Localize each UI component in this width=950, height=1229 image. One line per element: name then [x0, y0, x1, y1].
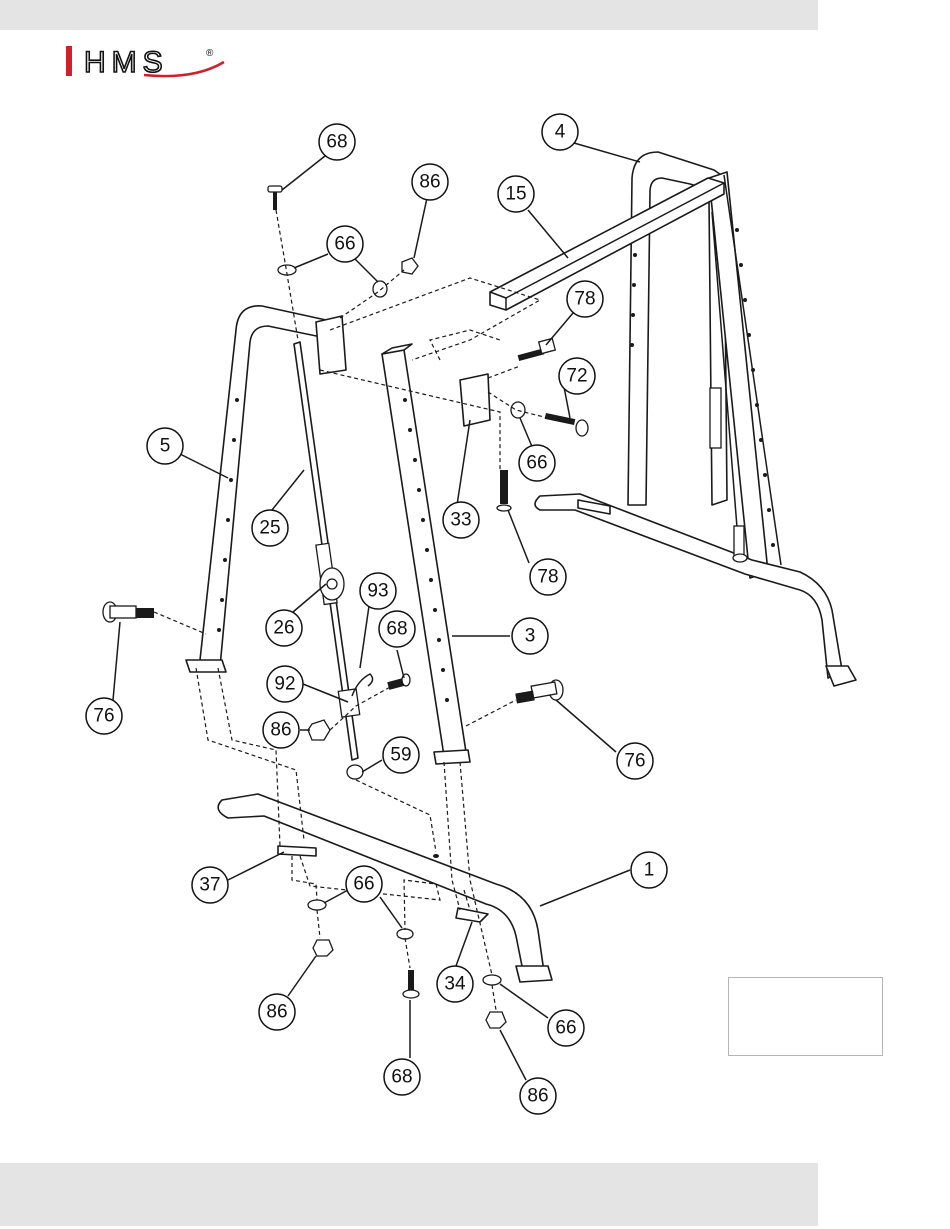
upright — [382, 344, 470, 764]
callout-66-right: 66 — [519, 445, 555, 481]
svg-text:15: 15 — [505, 184, 526, 205]
svg-text:59: 59 — [390, 745, 411, 766]
callout-66-lower-left: 66 — [346, 866, 382, 902]
svg-text:3: 3 — [525, 626, 536, 647]
callout-68-top: 68 — [319, 124, 355, 160]
svg-text:86: 86 — [266, 1002, 287, 1023]
bracket-right — [460, 374, 490, 426]
svg-text:66: 66 — [526, 453, 547, 474]
base-frame — [218, 794, 552, 982]
callout-1: 1 — [631, 852, 667, 888]
callout-93: 93 — [360, 573, 396, 609]
svg-text:1: 1 — [644, 860, 655, 881]
callout-92: 92 — [267, 666, 303, 702]
callout-33: 33 — [443, 502, 479, 538]
svg-text:66: 66 — [555, 1018, 576, 1039]
footer-band — [0, 1163, 818, 1226]
svg-text:5: 5 — [160, 436, 171, 457]
callout-72: 72 — [559, 358, 595, 394]
callout-68-lower: 68 — [384, 1059, 420, 1095]
callout-86-top: 86 — [412, 164, 448, 200]
callout-86-lower-right: 86 — [520, 1078, 556, 1114]
callout-4: 4 — [542, 114, 578, 150]
callout-34: 34 — [437, 966, 473, 1002]
callout-59: 59 — [383, 737, 419, 773]
svg-text:86: 86 — [527, 1086, 548, 1107]
callout-86-lower-left: 86 — [259, 994, 295, 1030]
svg-text:76: 76 — [93, 706, 114, 727]
svg-text:86: 86 — [270, 720, 291, 741]
svg-text:66: 66 — [334, 234, 355, 255]
svg-text:68: 68 — [326, 132, 347, 153]
callout-78-lower: 78 — [530, 559, 566, 595]
callout-26: 26 — [266, 610, 302, 646]
callout-86-mid: 86 — [263, 712, 299, 748]
callout-15: 15 — [498, 176, 534, 212]
callout-37: 37 — [192, 867, 228, 903]
svg-text:4: 4 — [555, 122, 566, 143]
svg-text:33: 33 — [450, 510, 471, 531]
svg-text:72: 72 — [566, 366, 587, 387]
callout-78-top: 78 — [567, 281, 603, 317]
svg-text:93: 93 — [367, 581, 388, 602]
svg-text:78: 78 — [537, 567, 558, 588]
front-frame — [186, 306, 326, 672]
guide-rod — [294, 342, 373, 779]
callout-76-right: 76 — [617, 743, 653, 779]
svg-text:25: 25 — [259, 518, 280, 539]
rear-frame — [535, 152, 856, 686]
callout-66-lower-right: 66 — [548, 1010, 584, 1046]
svg-text:66: 66 — [353, 874, 374, 895]
svg-text:34: 34 — [444, 974, 466, 995]
callout-76-left: 76 — [86, 698, 122, 734]
svg-text:78: 78 — [574, 289, 595, 310]
svg-text:76: 76 — [624, 751, 645, 772]
svg-text:37: 37 — [199, 875, 220, 896]
callout-68-mid: 68 — [379, 611, 415, 647]
svg-text:86: 86 — [419, 172, 440, 193]
callout-66-top: 66 — [327, 226, 363, 262]
callout-25: 25 — [252, 510, 288, 546]
bracket-left — [316, 316, 346, 374]
empty-label-box — [728, 977, 883, 1056]
svg-text:92: 92 — [274, 674, 295, 695]
callout-5: 5 — [147, 428, 183, 464]
callout-3: 3 — [512, 618, 548, 654]
svg-text:26: 26 — [273, 618, 294, 639]
svg-text:68: 68 — [391, 1067, 412, 1088]
svg-text:68: 68 — [386, 619, 407, 640]
